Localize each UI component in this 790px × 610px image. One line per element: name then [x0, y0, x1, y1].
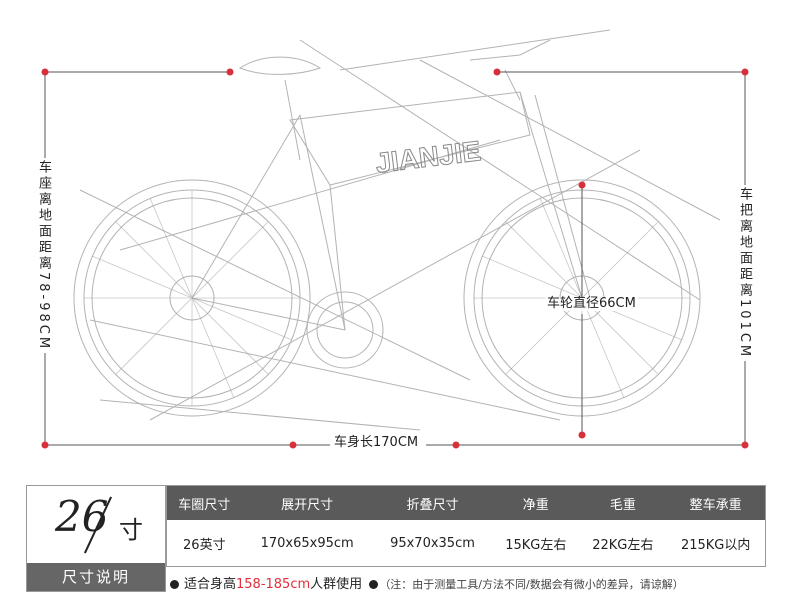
spec-value: 95x70x35cm	[372, 520, 493, 567]
footer-disclaimer: （注：由于测量工具/方法不同/数据会有微小的差异，请谅解）	[379, 578, 684, 591]
spec-header: 折叠尺寸	[372, 485, 493, 520]
spec-header-row: 车圈尺寸 展开尺寸 折叠尺寸 净重 毛重 整车承重	[166, 485, 766, 520]
handlebar-height-label: 车把离地面距离101CM	[737, 185, 752, 362]
spec-value: 215KG以内	[666, 520, 766, 567]
seat-height-label: 车座离地面距离78-98CM	[36, 158, 51, 354]
measurement-markers	[41, 68, 749, 449]
bullet-dot-icon	[170, 580, 179, 589]
spec-table: 车圈尺寸 展开尺寸 折叠尺寸 净重 毛重 整车承重 26英寸 170x65x95…	[166, 485, 766, 567]
brand-text: JIANJIE	[374, 135, 483, 179]
spec-value: 26英寸	[166, 520, 242, 567]
spec-value: 22KG左右	[579, 520, 667, 567]
spec-value: 15KG左右	[492, 520, 580, 567]
spec-value-row: 26英寸 170x65x95cm 95x70x35cm 15KG左右 22KG左…	[166, 520, 766, 567]
measurement-lines	[44, 71, 746, 446]
bullet-dot-icon	[369, 580, 379, 589]
size-badge: 26 寸 尺寸说明	[26, 485, 166, 592]
bicycle-drawing	[73, 29, 721, 431]
height-range: 158-185cm	[236, 577, 311, 592]
spec-value: 170x65x95cm	[241, 520, 373, 567]
size-caption: 尺寸说明	[27, 563, 165, 591]
size-unit: 寸	[119, 516, 143, 544]
bicycle-sketch: JIANJIE	[41, 29, 749, 449]
body-length-label: 车身长170CM	[330, 436, 423, 450]
footer-prefix: 适合身高	[184, 577, 237, 592]
footer-note: 适合身高158-185cm人群使用 （注：由于测量工具/方法不同/数据会有微小的…	[170, 573, 782, 592]
footer-suffix: 人群使用	[310, 577, 363, 592]
spec-header: 毛重	[579, 485, 667, 520]
wheel-diameter-label: 车轮直径66CM	[545, 296, 638, 311]
spec-header: 净重	[492, 485, 580, 520]
spec-header: 展开尺寸	[241, 485, 373, 520]
spec-header: 车圈尺寸	[166, 485, 242, 520]
spec-header: 整车承重	[666, 485, 766, 520]
